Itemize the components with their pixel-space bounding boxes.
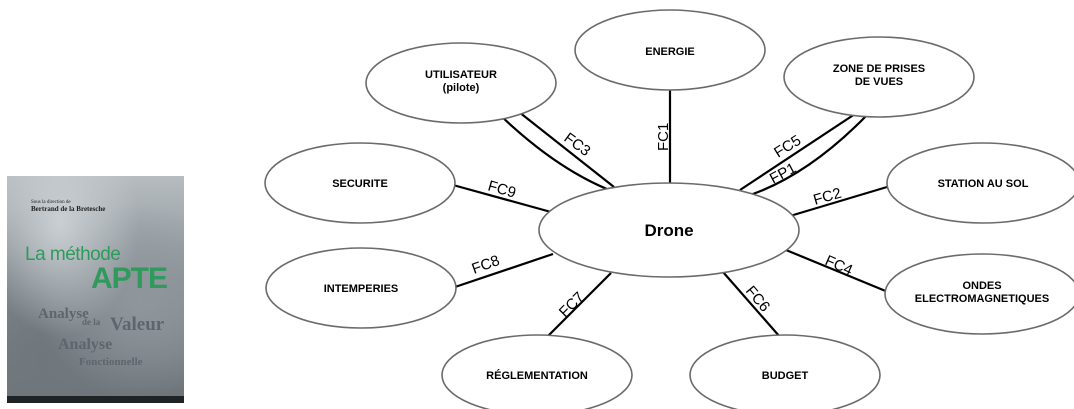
- link-reglementation: [547, 272, 612, 337]
- label-fc9: FC9: [486, 178, 518, 202]
- book-subtitle-fonctionnelle: Fonctionnelle: [79, 356, 143, 368]
- node-station-au-sol: STATION AU SOL: [886, 142, 1074, 224]
- label-fc5: FC5: [771, 132, 804, 161]
- link-station: [789, 185, 888, 218]
- node-drone: Drone: [538, 182, 800, 278]
- node-ondes: ONDES ELECTROMAGNETIQUES: [884, 253, 1074, 335]
- node-utilisateur: UTILISATEUR (pilote): [365, 42, 557, 124]
- node-intemperies-label: INTEMPERIES: [324, 283, 399, 295]
- node-utilisateur-label-2: (pilote): [443, 82, 480, 94]
- node-zone-prises-vues: ZONE DE PRISES DE VUES: [783, 36, 975, 118]
- node-budget-label: BUDGET: [762, 370, 809, 382]
- book-subtitle-de-la: de la: [82, 317, 101, 327]
- book-subtitle-valeur: Valeur: [110, 314, 165, 335]
- label-fc4: FC4: [822, 252, 855, 279]
- node-ondes-label-1: ONDES: [962, 280, 1001, 292]
- node-utilisateur-label-1: UTILISATEUR: [425, 69, 497, 81]
- link-securite: [452, 183, 552, 214]
- node-energie: ENERGIE: [574, 9, 766, 91]
- node-drone-label: Drone: [644, 221, 693, 240]
- link-intemperies: [454, 252, 554, 289]
- link-zone: [739, 111, 859, 191]
- label-fc2: FC2: [811, 185, 843, 209]
- node-zone-label-1: ZONE DE PRISES: [833, 63, 925, 75]
- book-author: Bertrand de la Bretesche: [31, 205, 106, 213]
- link-budget: [722, 271, 781, 338]
- node-reglementation-label: RÉGLEMENTATION: [486, 369, 588, 382]
- node-energie-label: ENERGIE: [645, 46, 695, 58]
- book-cover: Sous la direction de Bertrand de la Bret…: [7, 176, 184, 403]
- book-publisher-band: [7, 396, 184, 403]
- node-station-label: STATION AU SOL: [938, 178, 1029, 190]
- label-fp1: FP1: [767, 160, 799, 188]
- book-title-line2: APTE: [91, 262, 168, 295]
- node-securite-label: SECURITE: [332, 178, 388, 190]
- book-subtitle-analyse: Analyse: [38, 306, 89, 322]
- label-fc3: FC3: [561, 129, 594, 159]
- link-utilisateur: [518, 111, 615, 188]
- label-fc6: FC6: [742, 283, 773, 316]
- node-ondes-label-2: ELECTROMAGNETIQUES: [915, 293, 1049, 305]
- node-intemperies: INTEMPERIES: [265, 247, 457, 329]
- node-securite: SECURITE: [264, 142, 456, 224]
- link-ondes: [785, 248, 889, 294]
- label-fc7: FC7: [556, 289, 588, 321]
- book-editor-line: Sous la direction de: [31, 200, 71, 205]
- book-subtitle-analyse-2: Analyse: [58, 336, 113, 353]
- node-budget: BUDGET: [689, 334, 881, 409]
- label-fc1: FC1: [655, 123, 672, 151]
- node-reglementation: RÉGLEMENTATION: [441, 334, 633, 409]
- book-title-line1: La méthode: [25, 244, 121, 265]
- node-zone-label-2: DE VUES: [855, 76, 903, 88]
